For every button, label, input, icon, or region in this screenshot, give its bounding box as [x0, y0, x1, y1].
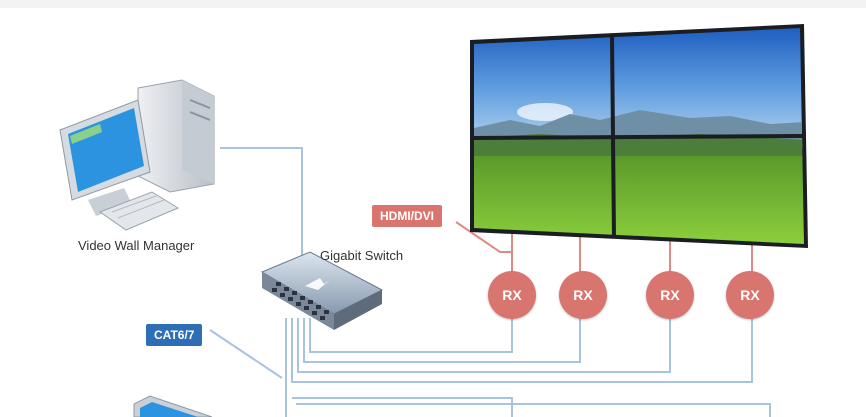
rx-receiver-2: RX [559, 271, 607, 319]
cat-cable-tag: CAT6/7 [146, 324, 203, 346]
video-wall-display [470, 24, 808, 248]
rx-receiver-4: RX [726, 271, 774, 319]
rx-receiver-1: RX [488, 271, 536, 319]
network-switch-icon [260, 251, 384, 330]
laptop-icon [133, 395, 213, 417]
desktop-computer-icon [59, 79, 215, 231]
cat-cables [209, 147, 771, 417]
gigabit-switch-label: Gigabit Switch [320, 248, 404, 263]
hdmi-dvi-tag: HDMI/DVI [372, 205, 442, 227]
rx-receiver-3: RX [646, 271, 694, 319]
video-wall-manager-label: Video Wall Manager [78, 238, 195, 253]
